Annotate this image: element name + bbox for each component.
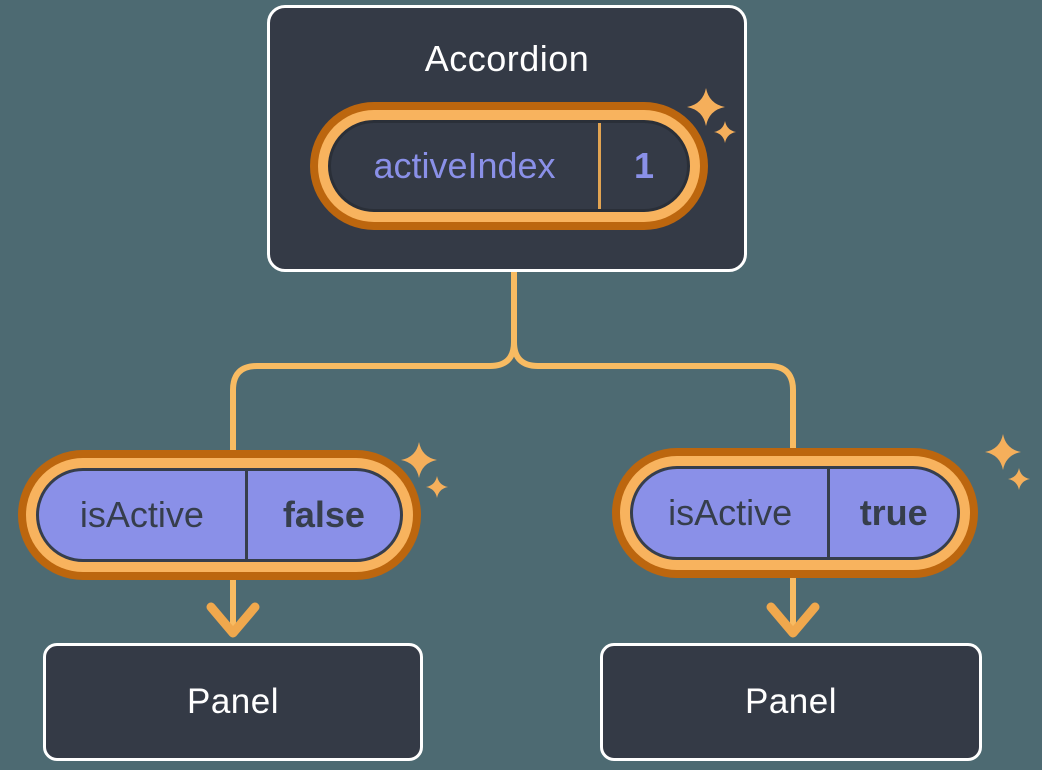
prop-pill-name: isActive — [668, 492, 793, 533]
prop-pill-value: true — [827, 469, 957, 557]
state-pill-value: 1 — [598, 123, 687, 209]
prop-pill-body: isActive true — [630, 466, 960, 560]
prop-pill-ring: isActive false — [26, 458, 413, 572]
prop-pill-name: isActive — [79, 494, 204, 535]
connector-right-branch — [511, 341, 796, 630]
prop-pill-ring: isActive true — [620, 456, 970, 570]
prop-pill-isactive-left: isActive false — [18, 450, 421, 580]
panel-label: Panel — [744, 682, 838, 721]
prop-pill-value: false — [244, 471, 400, 559]
prop-pill-isactive-right: isActive true — [612, 448, 978, 578]
state-pill-activeindex: activeIndex 1 — [310, 102, 708, 230]
state-pill-ring: activeIndex 1 — [318, 110, 700, 222]
state-pill-body: activeIndex 1 — [328, 120, 690, 212]
accordion-title: Accordion — [424, 38, 590, 79]
panel-card-left: Panel — [43, 643, 423, 761]
panel-label: Panel — [186, 682, 280, 721]
panel-card-right: Panel — [600, 643, 982, 761]
state-pill-name: activeIndex — [373, 145, 556, 186]
arrow-down-icon — [766, 602, 820, 638]
prop-pill-body: isActive false — [36, 468, 403, 562]
arrow-down-icon — [206, 602, 260, 638]
